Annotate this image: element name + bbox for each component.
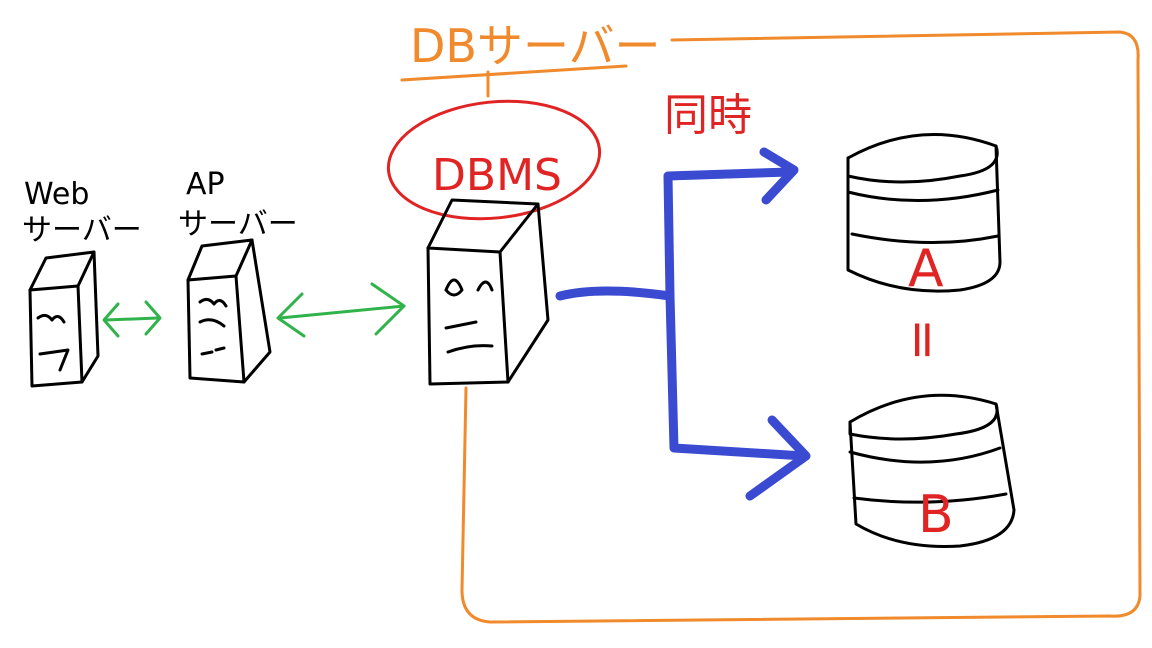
equal-sign: = [893,318,953,362]
dbms-highlight-circle [386,99,602,221]
database-b-label: B [918,485,954,545]
ap-dbms-bidirectional-arrow [276,282,406,338]
ap-server-label-line2: サーバー [178,207,298,242]
dbms-server-icon [426,198,550,386]
db-server-title-underline [400,64,628,82]
db-server-title: DBサーバー [410,19,661,73]
ap-server-label-line1: AP [186,167,225,202]
database-a-icon [846,133,1002,293]
web-server-label-line2: サーバー [22,213,142,248]
database-b-icon [848,393,1016,548]
web-ap-bidirectional-arrow [102,300,162,338]
ap-server-icon [186,238,272,384]
dbms-label: DBMS [432,150,562,201]
web-server-icon [28,250,100,388]
database-a-label: A [908,239,944,299]
simultaneous-write-arrows [555,147,811,501]
db-server-boundary [460,30,1142,624]
simultaneous-label: 同時 [664,90,752,141]
web-server-label-line1: Web [24,177,89,212]
